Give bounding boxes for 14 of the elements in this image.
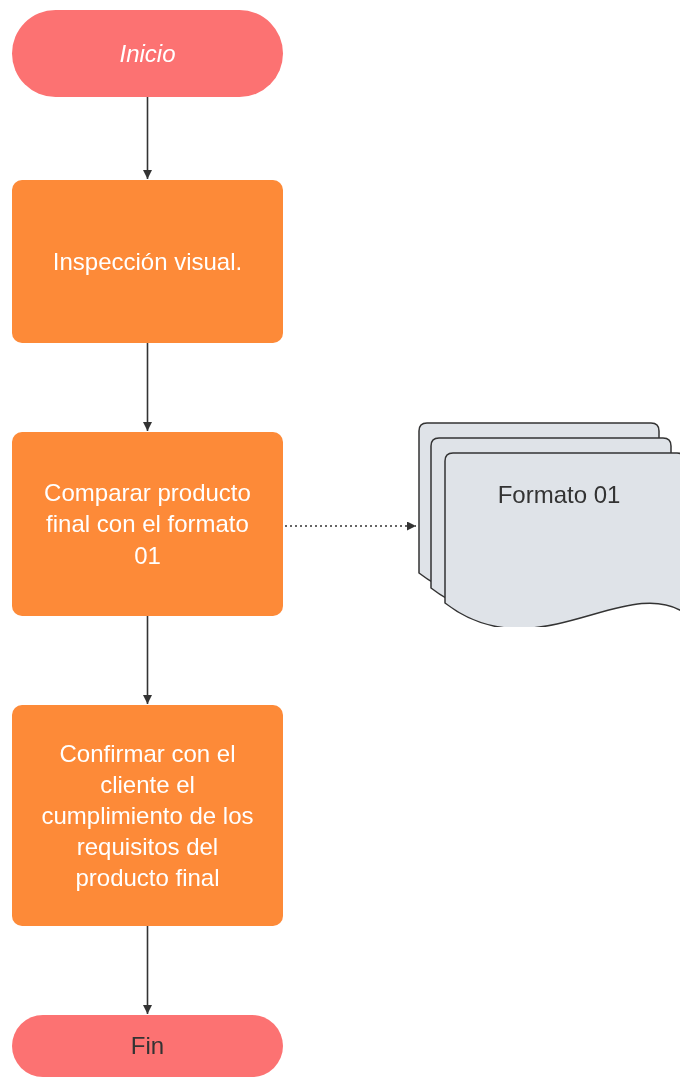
node-label: Inicio — [119, 38, 176, 69]
node-label: Formato 01 — [497, 479, 621, 510]
node-label: Inspección visual. — [52, 246, 243, 277]
arrow — [143, 615, 152, 705]
arrow — [143, 925, 152, 1015]
node-label: Fin — [130, 1031, 165, 1062]
dotted-arrow — [284, 521, 417, 531]
process-box — [12, 705, 283, 926]
node-label: Comparar producto final con el formato 01 — [43, 478, 252, 571]
arrow — [143, 96, 152, 180]
process-box — [12, 180, 283, 343]
process-box — [12, 432, 283, 616]
node-label: Confirmar con el cliente el cumplimiento de los requisitos del producto final — [40, 738, 255, 894]
arrow — [143, 342, 152, 432]
